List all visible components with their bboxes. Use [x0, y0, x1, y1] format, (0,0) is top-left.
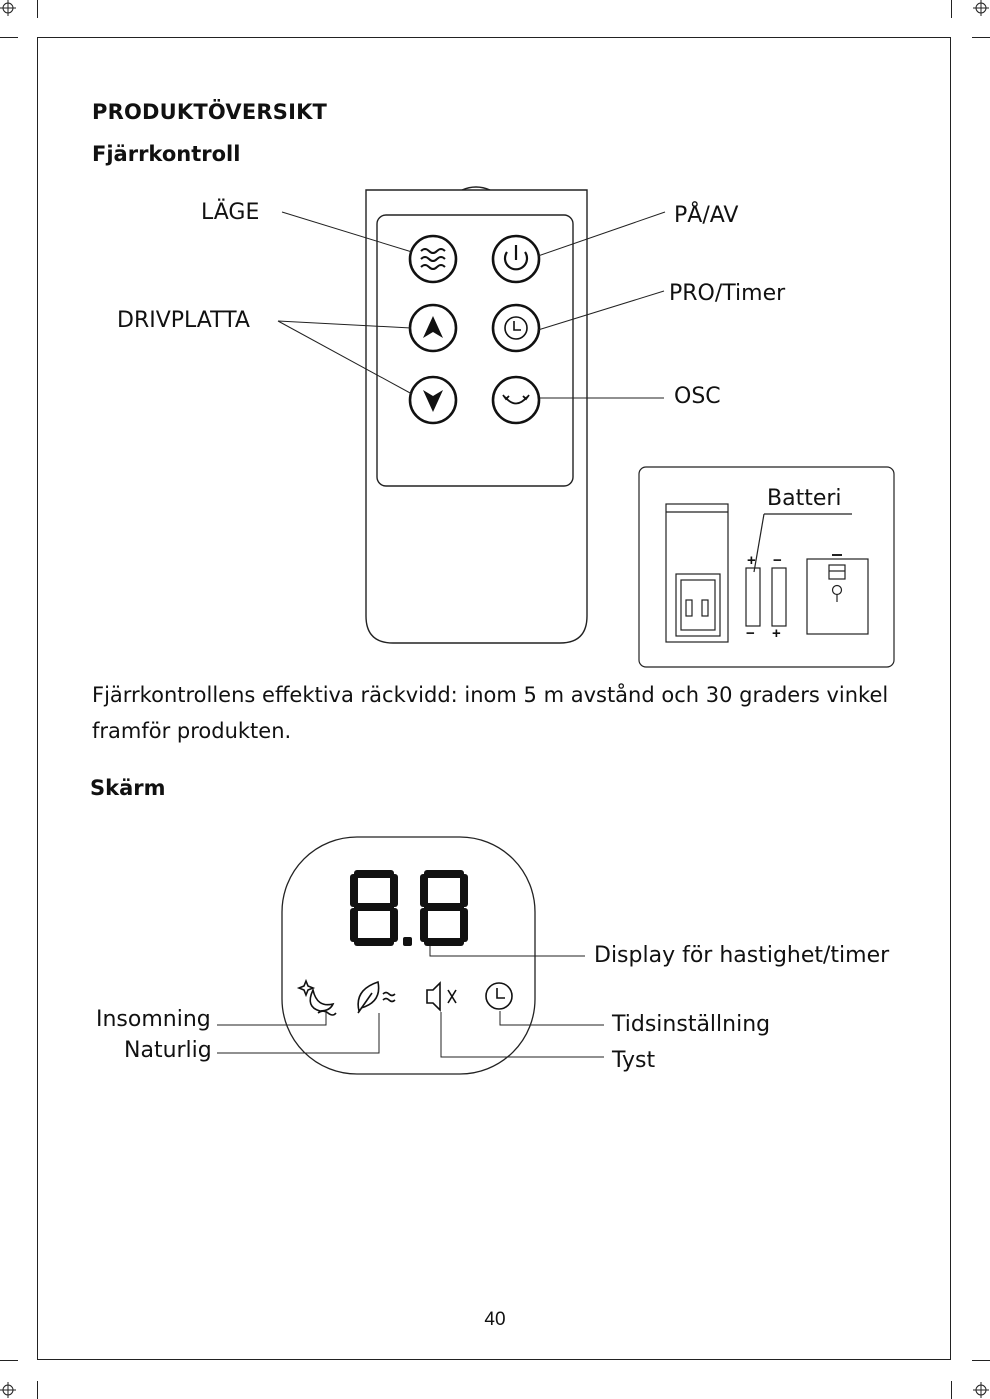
- registration-mark: [973, 0, 989, 16]
- page-number: 40: [0, 1309, 990, 1331]
- screen-heading: Skärm: [90, 776, 166, 800]
- battery-polarity: + − − +: [746, 552, 782, 642]
- battery-cell: [772, 568, 786, 626]
- svg-text:+: +: [772, 625, 781, 642]
- range-note: Fjärrkontrollens effektiva räckvidd: ino…: [92, 677, 892, 749]
- power-button[interactable]: [493, 236, 539, 282]
- power-label: PÅ/AV: [674, 205, 738, 227]
- speed-timer-display-label: Display för hastighet/timer: [594, 945, 889, 967]
- natural-label: Naturlig: [124, 1040, 212, 1062]
- pro-timer-button[interactable]: [493, 305, 539, 351]
- display-leader-lines: [217, 946, 604, 1057]
- osc-label: OSC: [674, 386, 721, 408]
- sleep-moon-icon[interactable]: [299, 981, 336, 1015]
- svg-text:−: −: [773, 552, 782, 569]
- mute-speaker-icon[interactable]: [427, 983, 456, 1010]
- remote-heading: Fjärrkontroll: [92, 142, 240, 166]
- remote-control: [366, 187, 587, 643]
- battery-label: Batteri: [767, 488, 842, 510]
- pro-timer-label: PRO/Timer: [669, 283, 785, 305]
- seven-segment-display: [350, 870, 468, 946]
- battery-cell: [746, 568, 760, 626]
- timer-clock-icon[interactable]: [486, 983, 512, 1009]
- drive-plate-label: DRIVPLATTA: [117, 310, 250, 332]
- leader-lines: [278, 212, 665, 398]
- timer-setting-label: Tidsinställning: [612, 1014, 770, 1036]
- registration-mark: [973, 1382, 989, 1398]
- mute-label: Tyst: [612, 1050, 655, 1072]
- svg-text:+: +: [747, 552, 756, 569]
- osc-button[interactable]: [493, 377, 539, 423]
- drive-up-button[interactable]: [410, 305, 456, 351]
- mode-label: LÄGE: [201, 202, 259, 224]
- leaf-wind-icon[interactable]: [358, 982, 395, 1013]
- sleep-label: Insomning: [96, 1009, 211, 1031]
- drive-down-button[interactable]: [410, 377, 456, 423]
- registration-mark: [0, 0, 16, 16]
- mode-button[interactable]: [410, 236, 456, 282]
- svg-text:−: −: [746, 625, 755, 642]
- section-title: PRODUKTÖVERSIKT: [92, 100, 327, 124]
- registration-mark: [0, 1382, 16, 1398]
